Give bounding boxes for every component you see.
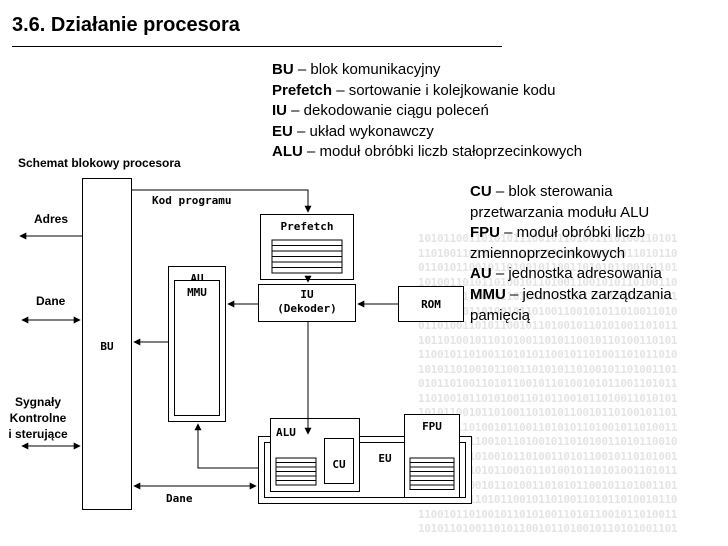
prefetch-register xyxy=(271,261,343,268)
prefetch-label: Prefetch xyxy=(280,220,334,233)
label-sygnaly: Sygnały Kontrolne i sterujące xyxy=(8,395,68,441)
title-underline xyxy=(12,46,502,47)
iu-label: IU (Dekoder) xyxy=(277,288,337,315)
page-title: 3.6. Działanie procesora xyxy=(12,14,240,36)
legend-item-mmu: MMU – jednostka zarządzania xyxy=(470,285,672,303)
label-adres: Adres xyxy=(34,212,69,226)
alu-register xyxy=(275,480,317,486)
fpu-register xyxy=(409,471,455,477)
eu-au-arrow xyxy=(194,423,258,469)
prefetch-register xyxy=(271,245,343,252)
bu-label: BU xyxy=(100,340,114,353)
fpu-register xyxy=(409,484,455,490)
legend-item-cu-cont: przetwarzania modułu ALU xyxy=(470,203,650,221)
fpu-register xyxy=(409,475,455,481)
legend-right: CU – blok sterowania przetwarzania moduł… xyxy=(470,182,672,326)
prefetch-register xyxy=(271,267,343,274)
prefetch-register xyxy=(271,239,343,246)
alu-register xyxy=(275,457,317,463)
legend-item-mmu-cont: pamięcią xyxy=(470,306,531,324)
legend-item-cu: CU – blok sterowania xyxy=(470,183,613,200)
cu-block xyxy=(324,438,354,484)
alu-label: ALU xyxy=(276,426,296,439)
iu-block xyxy=(258,284,356,322)
legend-item-fpu-cont: zmiennoprzecinkowych xyxy=(470,244,626,262)
legend-item-bu: BU – blok komunikacyjny xyxy=(272,61,441,78)
fpu-label: FPU xyxy=(422,420,442,433)
binary-background: 1010110011010101110010110100111010011010… xyxy=(418,232,678,535)
legend-item-au: AU – jednostka adresowania xyxy=(470,265,662,283)
alu-register xyxy=(275,475,317,481)
prefetch-register xyxy=(271,256,343,263)
bu-block xyxy=(82,178,132,510)
alu-register xyxy=(275,462,317,468)
label-dane-left: Dane xyxy=(36,294,66,308)
fpu-register xyxy=(409,462,455,468)
legend-item-eu: EU – układ wykonawczy xyxy=(272,122,434,140)
alu-register xyxy=(275,466,317,472)
fpu-register xyxy=(409,457,455,463)
rom-label: ROM xyxy=(421,298,441,311)
rom-block xyxy=(398,286,464,322)
legend-item-prefetch: Prefetch – sortowanie i kolejkowanie kod… xyxy=(272,81,556,99)
prefetch-register xyxy=(271,250,343,257)
mmu-block xyxy=(174,280,220,416)
mmu-label: MMU xyxy=(187,286,207,299)
kod-programu-arrow xyxy=(132,189,312,213)
legend-item-alu: ALU – moduł obróbki liczb stałoprzecinko… xyxy=(272,143,583,161)
legend-item-iu: IU – dekodowanie ciągu poleceń xyxy=(272,102,489,120)
label-kod-programu: Kod programu xyxy=(152,194,232,207)
fpu-register xyxy=(409,466,455,472)
cu-label: CU xyxy=(332,458,346,471)
eu-label: EU xyxy=(378,452,392,465)
alu-register xyxy=(275,471,317,477)
fpu-register xyxy=(409,480,455,486)
label-dane-bottom: Dane xyxy=(166,492,193,505)
legend-item-fpu: FPU – moduł obróbki liczb xyxy=(470,224,646,242)
diagram-caption: Schemat blokowy procesora xyxy=(18,156,181,170)
legend-top: BU – blok komunikacyjny Prefetch – sorto… xyxy=(272,60,582,163)
